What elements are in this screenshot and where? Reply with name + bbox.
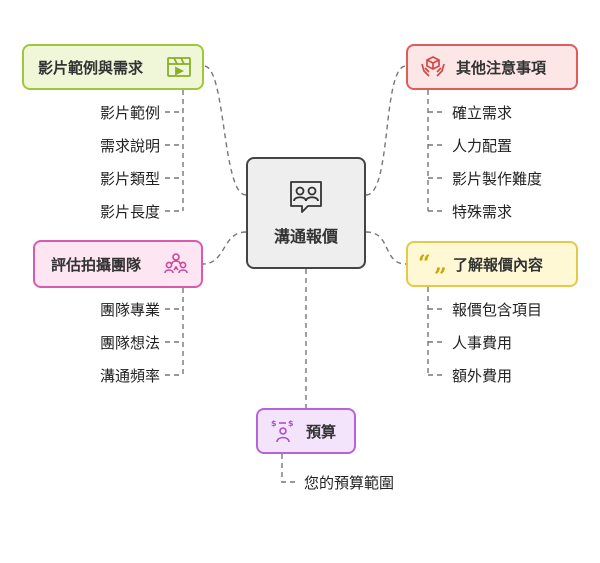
center-label: 溝通報價 bbox=[273, 227, 338, 246]
svg-text:$: $ bbox=[271, 419, 277, 428]
branch-label: 影片範例與需求 bbox=[38, 58, 144, 77]
branch-evaluate-team: 評估拍攝團隊 bbox=[33, 240, 203, 288]
branch-other-notes: 其他注意事項 bbox=[406, 44, 578, 90]
leaf-other-1: 人力配置 bbox=[452, 137, 513, 155]
leaf-other-3: 特殊需求 bbox=[452, 203, 513, 221]
svg-text:$: $ bbox=[288, 419, 294, 428]
branch-label: 預算 bbox=[306, 422, 337, 441]
leaf-budget-0: 您的預算範圍 bbox=[304, 474, 395, 492]
branch-label: 評估拍攝團隊 bbox=[51, 255, 142, 274]
leaf-video-3: 影片長度 bbox=[99, 203, 160, 221]
branch-quote-content: “ „ 了解報價內容 bbox=[406, 241, 578, 287]
money-person-icon: $ $ bbox=[271, 419, 294, 443]
leaf-price-0: 報價包含項目 bbox=[452, 301, 543, 319]
branch-budget: $ $ 預算 bbox=[256, 408, 356, 454]
leaf-team-0: 團隊專業 bbox=[99, 301, 160, 319]
leaf-video-2: 影片類型 bbox=[99, 170, 160, 188]
leaf-team-1: 團隊想法 bbox=[99, 334, 160, 352]
leaf-other-0: 確立需求 bbox=[452, 104, 513, 122]
leaf-other-2: 影片製作難度 bbox=[452, 170, 543, 188]
leaf-team-2: 溝通頻率 bbox=[99, 367, 160, 385]
branch-label: 了解報價內容 bbox=[452, 255, 543, 274]
hands-cube-icon bbox=[421, 56, 445, 77]
team-network-icon bbox=[164, 253, 188, 274]
branch-video-requirements: 影片範例與需求 bbox=[22, 44, 204, 90]
leaf-video-1: 需求說明 bbox=[99, 137, 160, 155]
quote-marks-icon: “ „ bbox=[418, 251, 447, 277]
leaf-price-1: 人事費用 bbox=[452, 334, 513, 352]
leaf-video-0: 影片範例 bbox=[99, 104, 160, 122]
branch-label: 其他注意事項 bbox=[456, 58, 547, 77]
leaf-price-2: 額外費用 bbox=[452, 367, 513, 385]
people-chat-icon bbox=[290, 181, 322, 213]
center-node: 溝通報價 bbox=[246, 157, 366, 269]
video-clapper-icon bbox=[167, 57, 191, 77]
